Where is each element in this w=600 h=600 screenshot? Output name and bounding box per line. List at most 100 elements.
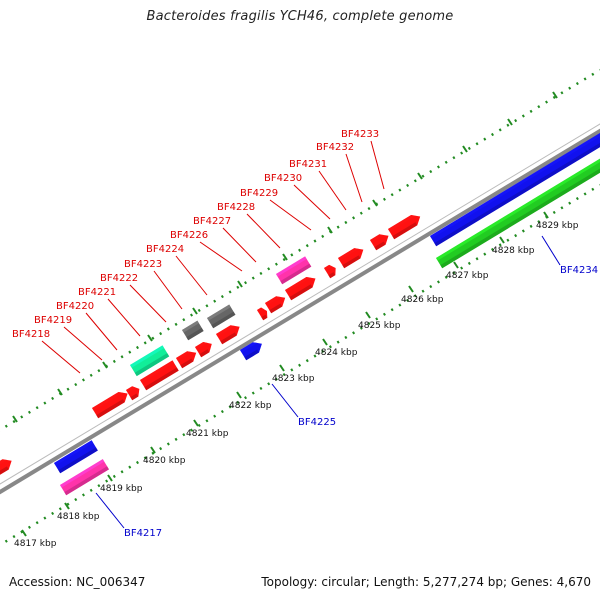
gene-label-bf4234[interactable]: BF4234	[560, 265, 598, 276]
gene-label-bf4226[interactable]: BF4226	[170, 230, 208, 241]
tick-label: 4823 kbp	[272, 374, 315, 384]
map-title: Bacteroides fragilis YCH46, complete gen…	[146, 9, 454, 24]
gene-block[interactable]	[60, 459, 109, 496]
gene-shadow	[58, 447, 98, 474]
gene-block[interactable]	[92, 388, 131, 419]
gene-highlight	[338, 248, 359, 261]
gene-label-bf4232[interactable]: BF4232	[316, 142, 354, 153]
gene-block[interactable]	[240, 339, 265, 361]
gene-label-bf4217[interactable]: BF4217	[124, 528, 162, 539]
gene-block[interactable]	[430, 132, 600, 247]
gene-body[interactable]	[130, 345, 170, 377]
gene-block[interactable]	[0, 456, 15, 479]
gene-block[interactable]	[130, 345, 170, 377]
gene-block[interactable]	[195, 339, 215, 358]
tick-label: 4825 kbp	[358, 321, 401, 331]
gene-body[interactable]	[207, 304, 236, 329]
inner-major-tick	[408, 285, 414, 293]
gene-block[interactable]	[338, 245, 366, 269]
gene-body[interactable]	[338, 245, 366, 269]
gene-label-bf4228[interactable]: BF4228	[217, 202, 255, 213]
gene-label-bf4227[interactable]: BF4227	[193, 216, 231, 227]
gene-label-leader	[153, 270, 183, 310]
gene-label-bf4220[interactable]: BF4220	[56, 301, 94, 312]
gene-highlight	[285, 277, 311, 293]
gene-body[interactable]	[0, 456, 15, 479]
tick-label: 4826 kbp	[401, 295, 444, 305]
gene-block[interactable]	[216, 322, 243, 345]
gene-label-bf4230[interactable]: BF4230	[264, 173, 302, 184]
gene-label-bf4224[interactable]: BF4224	[146, 244, 184, 255]
gene-label-bf4233[interactable]: BF4233	[341, 129, 379, 140]
gene-label-leader	[271, 383, 299, 418]
inner-major-tick	[21, 529, 27, 537]
gene-block[interactable]	[126, 384, 142, 401]
gene-shadow	[144, 367, 179, 391]
gene-body[interactable]	[60, 459, 109, 496]
inner-major-tick	[499, 236, 505, 244]
gene-block[interactable]	[265, 293, 288, 314]
gene-body[interactable]	[276, 256, 312, 285]
inner-major-tick	[365, 311, 371, 319]
gene-block[interactable]	[207, 304, 236, 329]
gene-block[interactable]	[54, 440, 98, 474]
gene-block[interactable]	[388, 211, 423, 240]
gene-body[interactable]	[92, 388, 131, 419]
gene-label-bf4223[interactable]: BF4223	[124, 259, 162, 270]
gene-highlight	[240, 342, 258, 353]
gene-label-leader	[199, 241, 243, 272]
tick-label: 4829 kbp	[536, 221, 579, 231]
outer-major-tick	[507, 118, 513, 126]
outer-major-tick	[552, 91, 558, 99]
gene-label-bf4221[interactable]: BF4221	[78, 287, 116, 298]
gene-highlight	[130, 345, 165, 368]
gene-shadow	[180, 358, 194, 369]
outer-major-tick	[417, 172, 423, 180]
gene-body[interactable]	[285, 273, 319, 301]
gene-block[interactable]	[176, 348, 199, 369]
gene-label-leader	[318, 170, 347, 211]
gene-highlight	[430, 132, 600, 239]
gene-label-bf4231[interactable]: BF4231	[289, 159, 327, 170]
gene-block[interactable]	[324, 263, 339, 279]
gene-highlight	[216, 325, 236, 337]
gene-label-bf4225[interactable]: BF4225	[298, 417, 336, 428]
tick-label: 4827 kbp	[446, 271, 489, 281]
gene-label-leader	[107, 298, 141, 337]
gene-shadow	[269, 303, 283, 314]
gene-body[interactable]	[140, 360, 179, 391]
gene-label-leader	[222, 227, 257, 263]
gene-highlight	[370, 234, 384, 243]
gene-shadow	[199, 349, 210, 358]
gene-shadow	[244, 349, 260, 361]
gene-block[interactable]	[182, 320, 204, 341]
gene-body[interactable]	[216, 322, 243, 345]
gene-highlight	[324, 264, 333, 271]
genome-summary-text: Topology: circular; Length: 5,277,274 bp…	[261, 575, 591, 589]
inner-major-tick	[107, 474, 113, 482]
gene-block[interactable]	[276, 256, 312, 285]
gene-block[interactable]	[140, 360, 179, 391]
gene-body[interactable]	[54, 440, 98, 474]
gene-body[interactable]	[436, 154, 600, 269]
gene-label-leader	[63, 326, 103, 361]
gene-label-leader	[541, 235, 561, 266]
outer-major-tick	[192, 307, 198, 315]
tick-label: 4817 kbp	[14, 539, 57, 549]
gene-label-bf4229[interactable]: BF4229	[240, 188, 278, 199]
gene-block[interactable]	[370, 231, 392, 251]
gene-block[interactable]	[257, 306, 270, 321]
gene-block[interactable]	[436, 154, 600, 269]
tick-label: 4821 kbp	[186, 429, 229, 439]
gene-label-bf4222[interactable]: BF4222	[100, 273, 138, 284]
gene-body[interactable]	[388, 211, 423, 240]
inner-major-tick	[150, 446, 156, 454]
gene-highlight	[140, 360, 175, 383]
gene-label-bf4219[interactable]: BF4219	[34, 315, 72, 326]
gene-label-bf4218[interactable]: BF4218	[12, 329, 50, 340]
gene-highlight	[54, 440, 94, 466]
gene-body[interactable]	[430, 132, 600, 247]
gene-block[interactable]	[285, 273, 319, 301]
gene-body[interactable]	[182, 320, 204, 341]
